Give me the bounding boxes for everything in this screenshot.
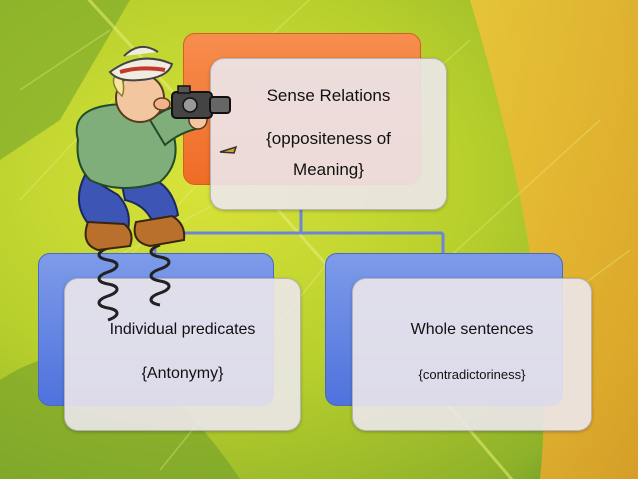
root-node-title: Sense Relations [266, 86, 391, 105]
root-node: Sense Relations {oppositeness of Meaning… [210, 58, 447, 210]
child-node-right: Whole sentences {contradictoriness} [352, 278, 592, 431]
child-node-left: Individual predicates {Antonymy} [64, 278, 301, 431]
spring-icon [97, 243, 171, 322]
child-node-right-subtitle: {contradictoriness} [418, 367, 526, 382]
root-node-subtitle-line1: {oppositeness of [266, 129, 391, 148]
camera-icon [171, 85, 231, 119]
child-node-right-title: Whole sentences [410, 321, 534, 338]
child-node-left-subtitle: {Antonymy} [141, 365, 224, 382]
root-node-subtitle-line2: Meaning} [293, 160, 364, 179]
child-node-left-title: Individual predicates [109, 321, 256, 338]
